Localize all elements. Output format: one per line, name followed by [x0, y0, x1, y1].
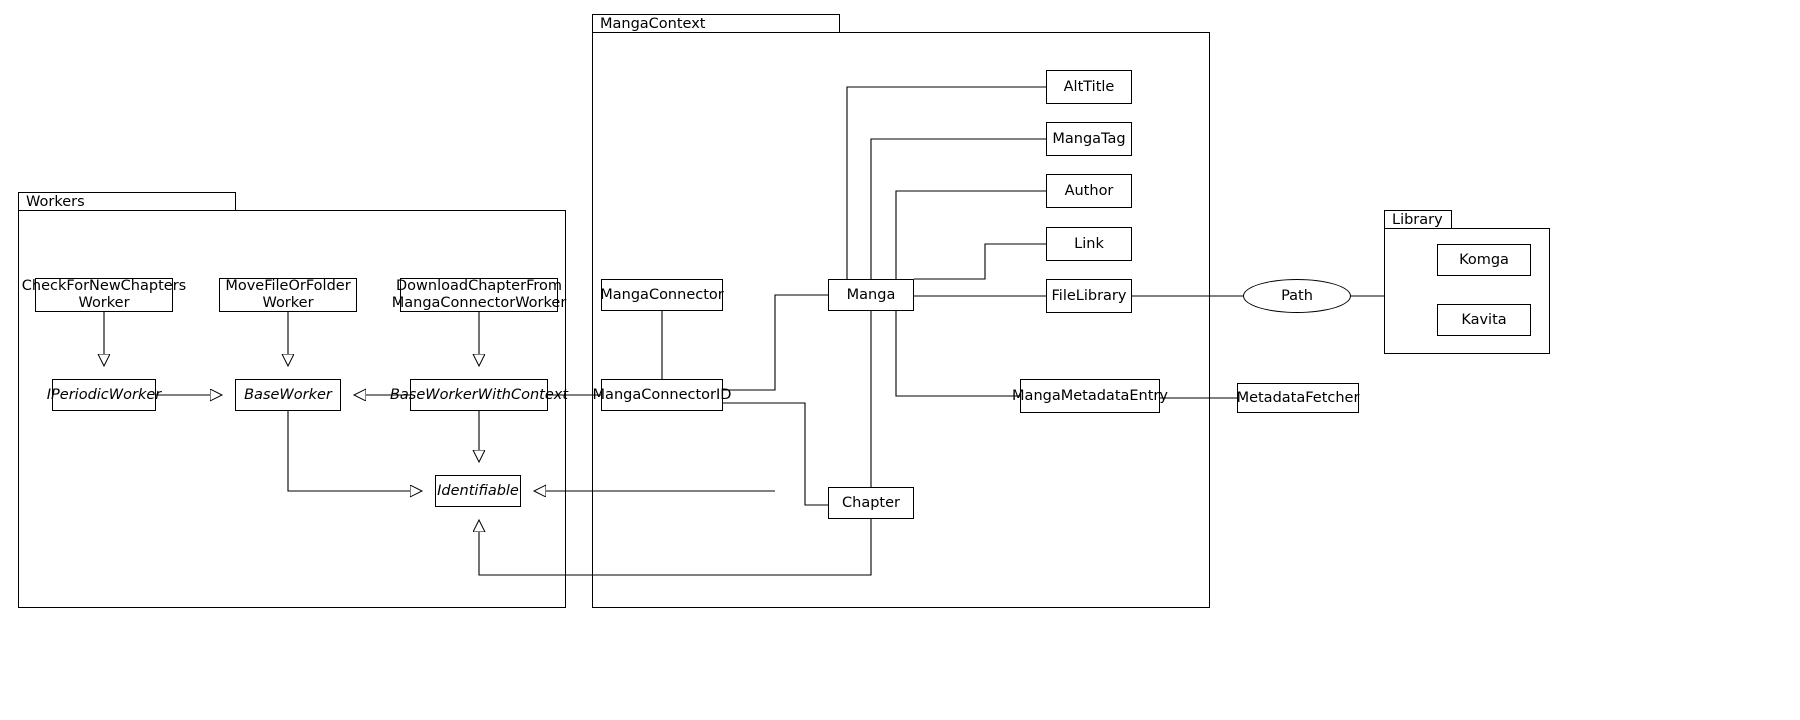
class-box-chapter[interactable]: Chapter — [828, 487, 914, 519]
class-box-iperiodicworker[interactable]: IPeriodicWorker — [47, 379, 161, 411]
class-box-mangaconnector[interactable]: MangaConnector — [600, 279, 724, 311]
class-box-movefileorfolderworker[interactable]: MoveFileOrFolder Worker — [219, 278, 357, 312]
class-box-downloadchapterworker[interactable]: DownloadChapterFrom MangaConnectorWorker — [391, 278, 567, 312]
package-tab-workers: Workers — [18, 192, 236, 211]
class-box-link[interactable]: Link — [1046, 227, 1132, 261]
package-body-library — [1384, 228, 1550, 354]
class-box-mangatag[interactable]: MangaTag — [1046, 122, 1132, 156]
class-box-author[interactable]: Author — [1046, 174, 1132, 208]
package-body-workers — [18, 210, 566, 608]
class-box-baseworker[interactable]: BaseWorker — [235, 379, 341, 411]
class-box-checkfornewchaptersworker[interactable]: CheckForNewChapters Worker — [21, 278, 187, 312]
class-box-komga[interactable]: Komga — [1437, 244, 1531, 276]
class-box-mangametadataentry[interactable]: MangaMetadataEntry — [1012, 379, 1168, 413]
package-tab-mangacontext: MangaContext — [592, 14, 840, 33]
class-box-mangaconnectorid[interactable]: MangaConnectorID — [593, 379, 731, 411]
class-box-manga[interactable]: Manga — [828, 279, 914, 311]
class-box-metadatafetcher[interactable]: MetadataFetcher — [1237, 383, 1359, 413]
class-box-kavita[interactable]: Kavita — [1437, 304, 1531, 336]
class-box-alttitle[interactable]: AltTitle — [1046, 70, 1132, 104]
package-tab-library: Library — [1384, 210, 1452, 229]
package-body-mangacontext — [592, 32, 1210, 608]
class-box-filelibrary[interactable]: FileLibrary — [1046, 279, 1132, 313]
class-box-baseworkerwithcontext[interactable]: BaseWorkerWithContext — [390, 379, 568, 411]
ellipse-node-path[interactable]: Path — [1243, 279, 1351, 313]
class-box-identifiable[interactable]: Identifiable — [435, 475, 521, 507]
